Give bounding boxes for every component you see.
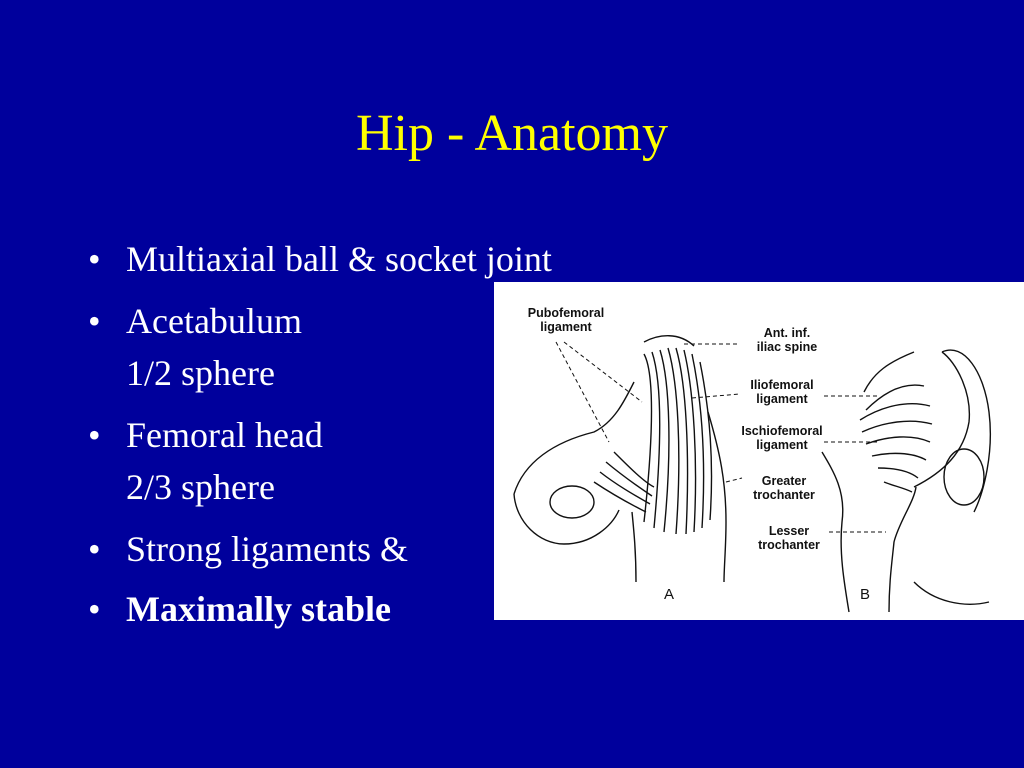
iliofemoral-label-line1: Iliofemoral — [750, 378, 814, 392]
panel-a-letter: A — [664, 586, 675, 603]
bullet-dot: • — [88, 529, 101, 569]
bullet-dot: • — [88, 239, 101, 279]
pubofemoral-label-line1: Pubofemoral — [527, 306, 605, 320]
ant-inf-label-line2: iliac spine — [756, 340, 818, 354]
bullet-text: Strong ligaments & — [126, 529, 408, 569]
bullet-subtext: 2/3 sphere — [126, 467, 275, 507]
bullet-text: Maximally stable — [126, 589, 391, 629]
ant-inf-iliac-spine-label: Ant. inf. iliac spine — [732, 326, 842, 354]
hip-anatomy-figure: Pubofemoral ligament Ant. inf. iliac spi… — [494, 282, 1024, 620]
panel-b-letter: B — [860, 586, 871, 603]
lesser-trochanter-label-line2: trochanter — [758, 538, 820, 552]
bullet-text: Femoral head — [126, 415, 323, 455]
greater-trochanter-label-line1: Greater — [761, 474, 807, 488]
bullet-item: • Strong ligaments & — [86, 522, 686, 576]
greater-trochanter-label: Greater trochanter — [736, 474, 832, 502]
greater-trochanter-label-line2: trochanter — [753, 488, 815, 502]
lesser-trochanter-label-line1: Lesser — [768, 524, 810, 538]
iliofemoral-label-line2: ligament — [756, 392, 808, 406]
bullet-item: • Femoral head 2/3 sphere — [86, 408, 686, 514]
ischiofemoral-label: Ischiofemoral ligament — [730, 424, 834, 452]
lesser-trochanter-label: Lesser trochanter — [744, 524, 834, 552]
bullet-dot: • — [88, 415, 101, 455]
slide-title: Hip - Anatomy — [356, 105, 668, 162]
bullet-list: • Multiaxial ball & socket joint • Aceta… — [86, 232, 686, 636]
bullet-item: • Maximally stable — [86, 582, 686, 636]
bullet-item: • Acetabulum 1/2 sphere — [86, 294, 686, 400]
bullet-item: • Multiaxial ball & socket joint — [86, 232, 686, 286]
pubofemoral-label: Pubofemoral ligament — [516, 306, 616, 334]
ischiofemoral-label-line2: ligament — [756, 438, 808, 452]
iliofemoral-label: Iliofemoral ligament — [732, 378, 832, 406]
ant-inf-label-line1: Ant. inf. — [763, 326, 811, 340]
hip-ligament-illustration — [513, 335, 992, 613]
pubofemoral-label-line2: ligament — [540, 320, 592, 334]
bullet-dot: • — [88, 589, 101, 629]
bullet-text: Acetabulum — [126, 301, 302, 341]
ischiofemoral-label-line1: Ischiofemoral — [741, 424, 823, 438]
bullet-dot: • — [88, 301, 101, 341]
bullet-text: Multiaxial ball & socket joint — [126, 239, 552, 279]
bullet-subtext: 1/2 sphere — [126, 353, 275, 393]
